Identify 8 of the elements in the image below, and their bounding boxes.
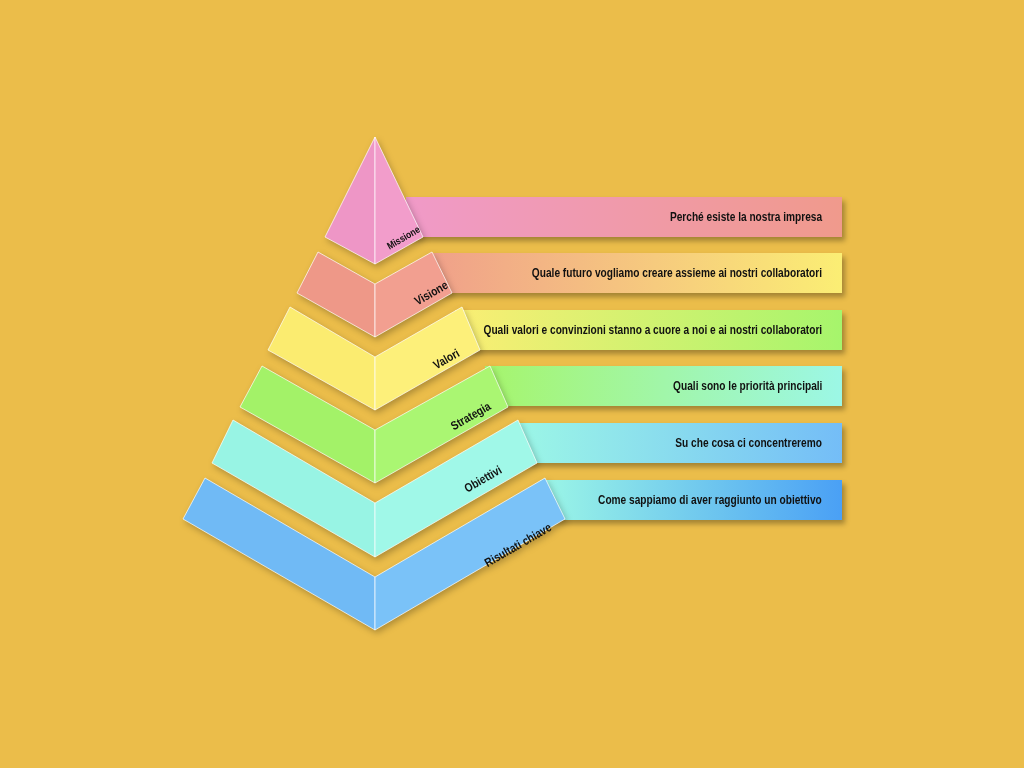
band-text: Quali sono le priorità principali — [672, 378, 822, 393]
band-text: Quali valori e convinzioni stanno a cuore a noi e ai nostri collaboratori — [483, 322, 822, 337]
tier-label: Valori — [430, 346, 462, 372]
band-text: Come sappiamo di aver raggiunto un obiettivo — [598, 492, 822, 507]
band-text: Su che cosa ci concentreremo — [675, 435, 822, 450]
band-text: Perché esiste la nostra impresa — [669, 209, 822, 224]
description-band — [485, 366, 842, 406]
band-text: Quale futuro vogliamo creare assieme ai nostri collaboratori — [531, 265, 822, 280]
